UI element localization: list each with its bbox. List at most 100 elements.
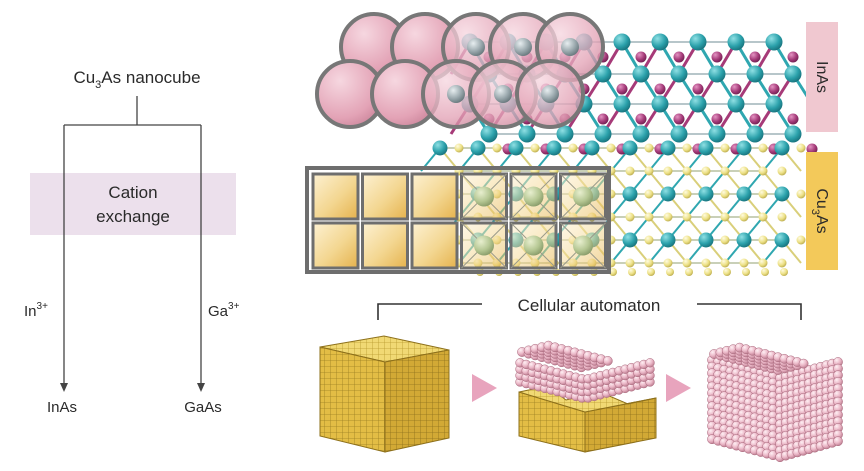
cu3as-cell [311, 172, 360, 221]
stage-arrow-2 [666, 374, 691, 402]
inas-ball [798, 358, 809, 369]
yellow-atom [720, 143, 730, 153]
left-arrow-head [60, 383, 68, 392]
stage-cu3as-cube [319, 335, 450, 453]
magenta-atom [806, 143, 818, 155]
teal-atom [470, 140, 486, 156]
yellow-atom [644, 258, 654, 268]
teal-atom [670, 65, 688, 83]
teal-atom [584, 140, 600, 156]
teal-atom [727, 33, 745, 51]
cu3as-cell [361, 221, 409, 270]
yellow-atom [682, 258, 692, 268]
teal-atom [518, 125, 536, 143]
yellow-atom [606, 143, 616, 153]
yellow-atom [644, 189, 654, 199]
magenta-atom [711, 51, 723, 63]
exchange-label-line2: exchange [96, 207, 170, 226]
teal-atom [660, 140, 676, 156]
teal-atom [784, 65, 802, 83]
yellow-atom [758, 258, 768, 268]
magenta-atom [749, 113, 761, 125]
teal-atom [746, 65, 764, 83]
stage-partial-cube [515, 340, 657, 453]
yellow-atom [682, 235, 692, 245]
teal-atom [765, 33, 783, 51]
teal-atom [689, 33, 707, 51]
teal-atom [698, 232, 714, 248]
teal-atom [774, 186, 790, 202]
inas-phase-tag: InAs [806, 22, 838, 132]
yellow-atom [644, 235, 654, 245]
teal-atom [660, 232, 676, 248]
inas-ball [602, 356, 613, 366]
cu3as-cell [410, 172, 459, 221]
cell-center-atom [474, 235, 494, 256]
yellow-atom [625, 258, 635, 268]
inner-atom [494, 85, 512, 103]
magenta-atom [635, 113, 647, 125]
magenta-atom [635, 51, 647, 63]
teal-atom [736, 232, 752, 248]
right-arrow-head [197, 383, 205, 392]
yellow-atom [663, 166, 673, 176]
magenta-atom [787, 113, 799, 125]
teal-atom [480, 125, 498, 143]
yellow-atom [492, 143, 502, 153]
magenta-atom [711, 113, 723, 125]
branch-lines [63, 96, 202, 385]
teal-atom [632, 65, 650, 83]
yellow-atom [701, 258, 711, 268]
right-product-label: GaAs [184, 399, 222, 416]
right-reagent-label: Ga3+ [208, 301, 240, 320]
yellow-atom [666, 268, 674, 276]
teal-atom [613, 95, 631, 113]
teal-atom [613, 33, 631, 51]
teal-atom [594, 65, 612, 83]
yellow-atom [628, 268, 636, 276]
teal-atom [746, 125, 764, 143]
yellow-atom [758, 212, 768, 222]
inas-cell-spheres [315, 12, 605, 129]
yellow-atom [682, 189, 692, 199]
yellow-atom [758, 235, 768, 245]
teal-atom [546, 140, 562, 156]
teal-atom [594, 125, 612, 143]
yellow-atom [720, 189, 730, 199]
yellow-atom [796, 235, 806, 245]
cu3as-phase-label: Cu3As [809, 188, 830, 233]
yellow-atom [796, 143, 806, 153]
magenta-atom [768, 83, 780, 95]
yellow-atom [777, 258, 787, 268]
teal-atom [774, 232, 790, 248]
yellow-atom [644, 166, 654, 176]
yellow-atom [682, 166, 692, 176]
yellow-atom [720, 212, 730, 222]
teal-atom [432, 140, 448, 156]
yellow-atom [796, 189, 806, 199]
yellow-atom [720, 258, 730, 268]
automaton-title: Cellular automaton [518, 296, 661, 315]
teal-atom [727, 95, 745, 113]
teal-atom [670, 125, 688, 143]
yellow-atom [777, 212, 787, 222]
yellow-atom [647, 268, 655, 276]
automaton-bracket [377, 303, 802, 320]
teal-atom [736, 186, 752, 202]
left-product-label: InAs [47, 399, 77, 416]
teal-atom [660, 186, 676, 202]
root-label: Cu3As nanocube [73, 68, 200, 91]
cell-center-atom [474, 186, 494, 207]
yellow-atom [761, 268, 769, 276]
yellow-atom [644, 212, 654, 222]
yellow-atom [530, 143, 540, 153]
teal-atom [508, 140, 524, 156]
inner-atom [561, 38, 579, 56]
yellow-atom [758, 166, 768, 176]
teal-atom [784, 125, 802, 143]
cell-center-atom [573, 235, 593, 256]
teal-atom [774, 140, 790, 156]
magenta-atom [673, 51, 685, 63]
teal-atom [556, 125, 574, 143]
magenta-atom [597, 113, 609, 125]
